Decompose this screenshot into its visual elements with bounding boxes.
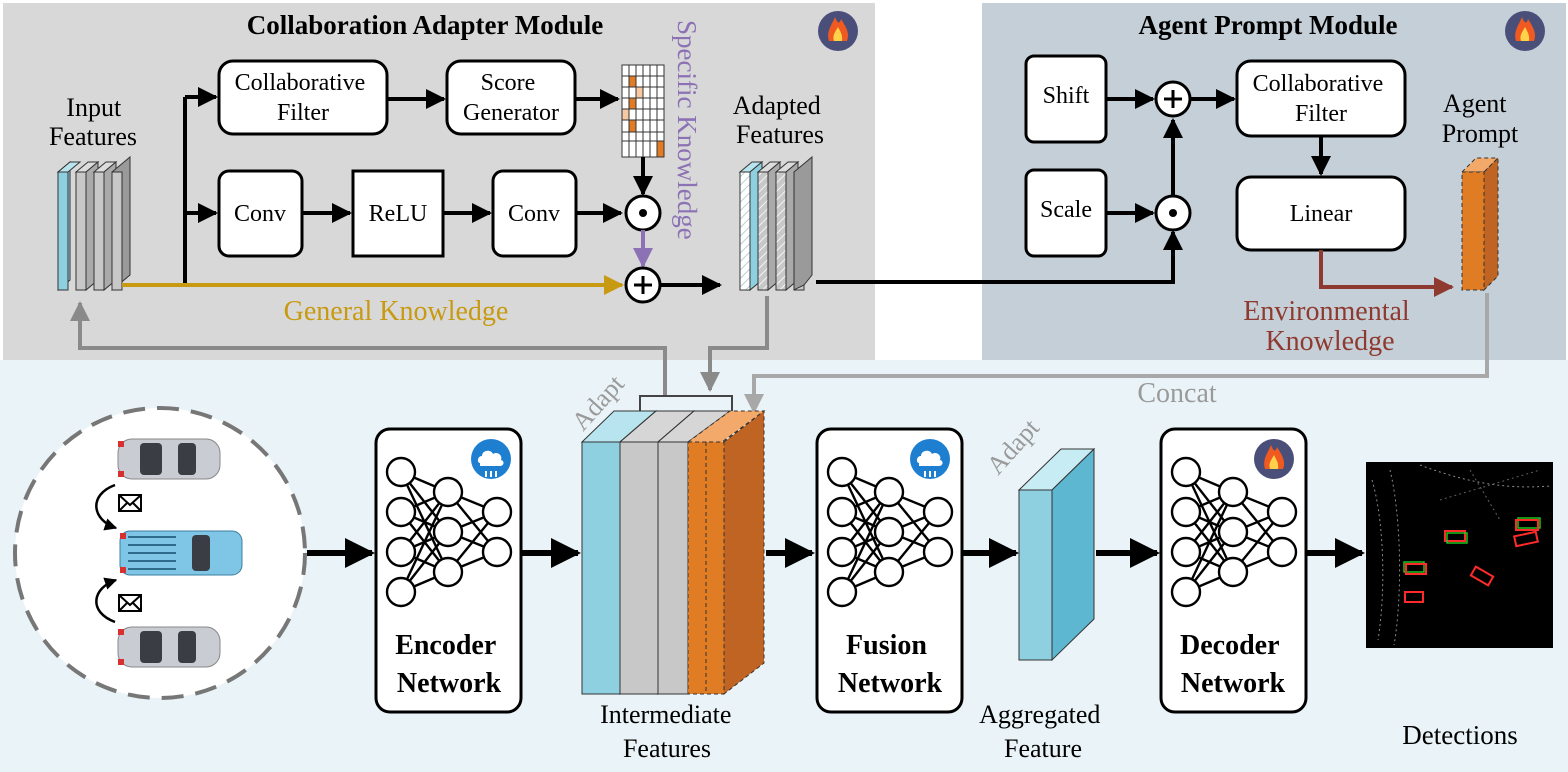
envelope-icon [118, 594, 142, 612]
conv2-label: Conv [508, 201, 560, 227]
elementwise-multiply-op [624, 194, 662, 232]
input-features-label: Input Features [49, 93, 137, 151]
specific-knowledge-label: Specific Knowledge [672, 20, 702, 240]
aggregated-feature-label: Aggregated Feature [979, 700, 1107, 763]
adapter-branch-lines [183, 87, 218, 285]
environmental-knowledge-label: Environmental Knowledge [1243, 296, 1416, 357]
encoder-nn-graphic [385, 456, 513, 608]
score-matrix [621, 64, 665, 158]
arrow-adapted-to-scale-mult [816, 230, 1183, 284]
adapted-features-label: Adapted Features [733, 91, 828, 149]
flame-icon [1505, 11, 1545, 51]
flame-icon [1254, 439, 1294, 479]
relu-box [351, 169, 445, 258]
envelope-icon [118, 494, 142, 512]
intermediate-features-label: Intermediate Features [600, 700, 738, 763]
detections-pointcloud [1366, 462, 1553, 648]
decoder-nn-graphic [1170, 456, 1298, 608]
conv1-label: Conv [234, 201, 286, 227]
detections-label: Detections [1402, 720, 1517, 750]
scale-label: Scale [1040, 197, 1092, 223]
collaborative-vehicles-scene [13, 406, 307, 700]
prompt-collaborative-filter-label: Collaborative Filter [1253, 71, 1390, 127]
vehicle-ego [119, 530, 243, 576]
agent-prompt-label: Agent Prompt [1442, 89, 1519, 148]
vehicle-top [117, 438, 221, 480]
encoder-network-label: Encoder Network [395, 630, 503, 699]
vehicle-bottom [117, 626, 221, 668]
intermediate-feature-stack [580, 409, 766, 696]
prompt-module-title: Agent Prompt Module [1139, 10, 1398, 40]
adapt-feedback-arrow [70, 301, 667, 395]
fusion-nn-graphic [826, 456, 954, 608]
score-generator-label: Score Generator [463, 70, 559, 126]
intermediate-bracket [639, 395, 733, 413]
input-feature-stack [56, 155, 131, 292]
elementwise-multiply-op-prompt [1154, 194, 1192, 232]
fusion-network-label: Fusion Network [838, 630, 943, 699]
agent-prompt-feature [1460, 156, 1500, 292]
adapted-return-arrow [700, 296, 769, 392]
snowflake-cloud-icon [910, 439, 950, 479]
adapter-module-title: Collaboration Adapter Module [247, 10, 604, 40]
general-knowledge-label: General Knowledge [284, 296, 509, 327]
linear-label: Linear [1290, 201, 1353, 227]
shift-label: Shift [1043, 83, 1090, 109]
concat-arrow [744, 293, 1489, 414]
snowflake-cloud-icon [471, 439, 511, 479]
add-op-prompt [1154, 80, 1192, 118]
relu-label: ReLU [369, 201, 428, 227]
aggregated-feature [1017, 447, 1096, 662]
flame-icon [818, 11, 858, 51]
adapted-feature-stack [738, 155, 813, 292]
add-op-adapter [624, 266, 662, 304]
concat-label: Concat [1137, 378, 1217, 409]
decoder-network-label: Decoder Network [1180, 630, 1286, 699]
environmental-knowledge-arrow [1319, 250, 1454, 297]
collaborative-filter-label: Collaborative Filter [235, 70, 372, 126]
